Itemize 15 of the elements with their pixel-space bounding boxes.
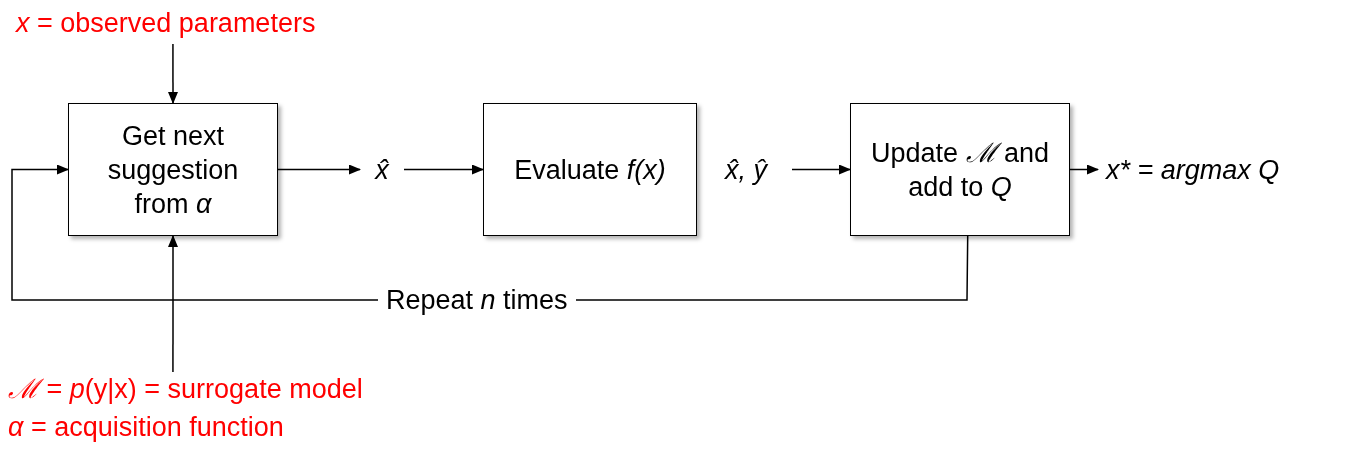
legend-note: ℳ = p(y|x) = surrogate model bbox=[8, 373, 364, 406]
arrow bbox=[403, 164, 484, 175]
arrow bbox=[277, 164, 361, 175]
input-note: x = observed parameters bbox=[8, 2, 388, 44]
arrow bbox=[168, 235, 178, 373]
variable-label: x̂, ŷ bbox=[700, 152, 792, 187]
legend-note: α = acquisition function bbox=[8, 411, 285, 444]
variable-label: x* = argmax Q bbox=[1098, 150, 1368, 189]
arrow bbox=[791, 164, 851, 175]
process-box: Get next suggestion from α bbox=[68, 103, 278, 236]
variable-label: x̂ bbox=[360, 152, 404, 187]
process-box: Update ℳ and add to Q bbox=[850, 103, 1070, 236]
process-box: Evaluate f(x) bbox=[483, 103, 697, 236]
arrow bbox=[1069, 164, 1099, 175]
arrow bbox=[168, 43, 178, 104]
